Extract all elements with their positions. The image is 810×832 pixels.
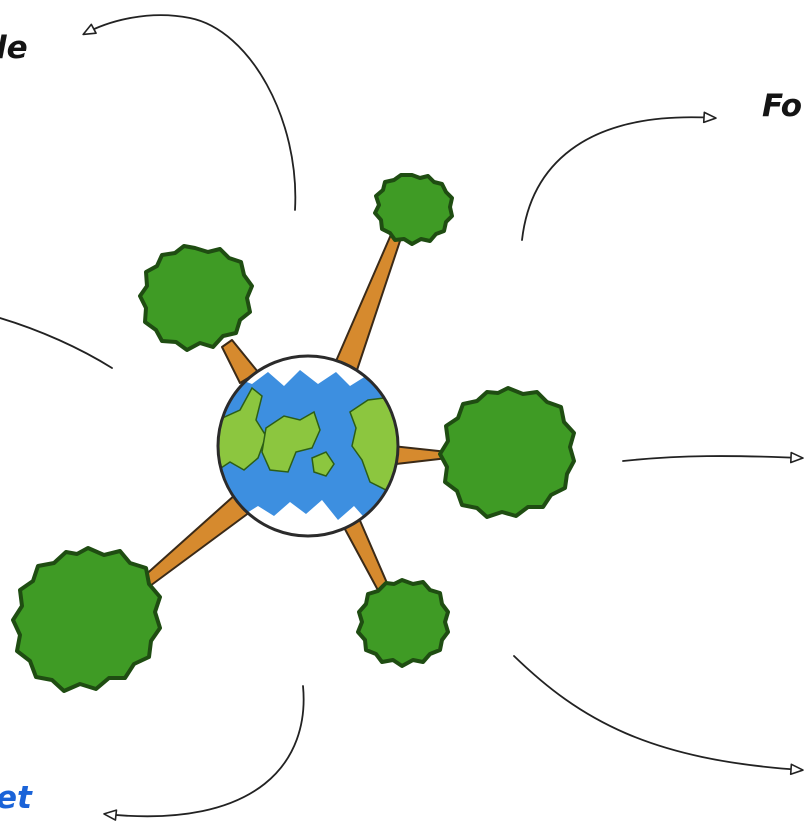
arrow-bottom-right (514, 656, 802, 770)
connector-arrows (0, 15, 802, 816)
arrow-right (623, 456, 802, 461)
arrow-top-left (84, 15, 295, 210)
label-bottom-left: et (0, 780, 32, 816)
crown-top-left (140, 246, 252, 350)
arrow-left-line (0, 318, 112, 368)
branch-top-right (333, 230, 403, 376)
crown-bottom-right (358, 580, 448, 666)
arrow-top-right (522, 117, 715, 240)
crown-bottom-left (13, 548, 160, 691)
branch-bottom-left (142, 494, 250, 586)
crown-right (440, 388, 574, 517)
label-top-right: Fo (762, 88, 802, 124)
crown-top-right (375, 175, 452, 244)
arrow-bottom-left (105, 686, 304, 816)
label-top-left: le (0, 30, 28, 66)
